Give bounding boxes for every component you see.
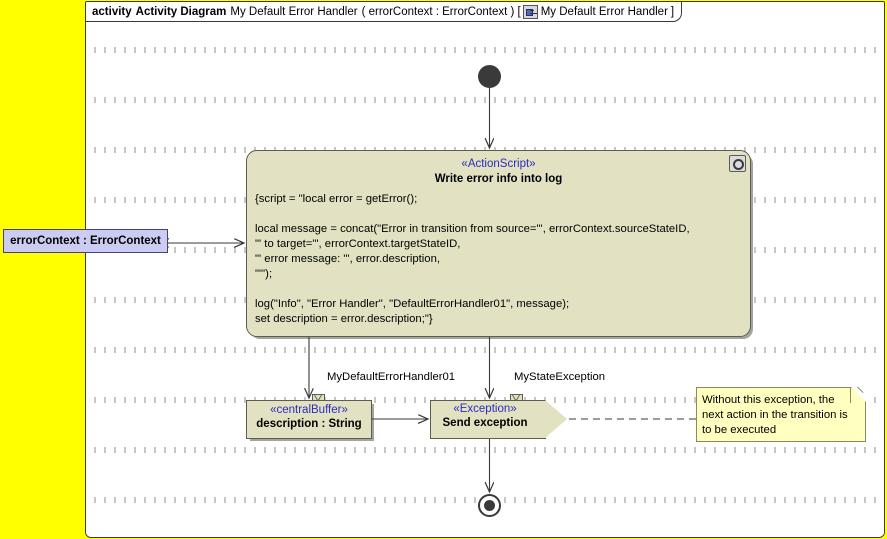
frame-keyword: activity [92,5,132,18]
note-line-1: Without this exception, the [702,394,835,406]
exception-text: «Exception» Send exception [430,402,540,429]
central-buffer-node[interactable]: «centralBuffer» description : String [246,400,372,439]
frame-parameters: ( errorContext : ErrorContext ) [ [361,5,521,18]
exception-arrow-point [545,399,567,438]
action-badge-icon [729,155,746,172]
parameter-node-error-context[interactable]: errorContext : ErrorContext [3,229,168,253]
pin-label-state-exception: MyStateException [514,371,606,383]
pin-label-default-error-handler: MyDefaultErrorHandler01 [327,371,456,383]
activity-icon [522,4,538,19]
exception-value: Send exception [442,417,528,430]
diagram-frame-header: activity Activity Diagram My Default Err… [86,2,683,22]
send-exception-node[interactable]: «Exception» Send exception [430,399,567,439]
exception-shape [430,400,546,439]
frame-closing: ] [670,5,675,18]
buffer-stereotype: «centralBuffer» [270,404,348,416]
note-fold-line [845,387,866,408]
frame-name: My Default Error Handler [230,5,358,18]
activity-final-node[interactable] [478,494,501,517]
note-line-2: next action in the transition is [702,408,848,421]
note-fold-edge [850,387,851,403]
note-line-3: to be executed [702,423,777,436]
action-node-write-error-info[interactable]: «ActionScript» Write error info into log… [246,150,751,337]
buffer-value: description : String [256,418,362,431]
parameter-node-label: errorContext : ErrorContext [10,235,161,247]
initial-node[interactable] [478,65,501,88]
frame-type: Activity Diagram [135,5,227,18]
exception-stereotype: «Exception» [453,403,517,415]
action-stereotype: «ActionScript» [461,158,536,170]
action-script-body: {script = "local error = getError(); loc… [255,192,690,325]
action-title: Write error info into log [434,173,563,186]
activity-diagram-frame: activity Activity Diagram My Default Err… [85,1,885,538]
comment-note[interactable]: Without this exception, the next action … [696,387,866,442]
frame-context-name: My Default Error Handler [540,5,668,18]
